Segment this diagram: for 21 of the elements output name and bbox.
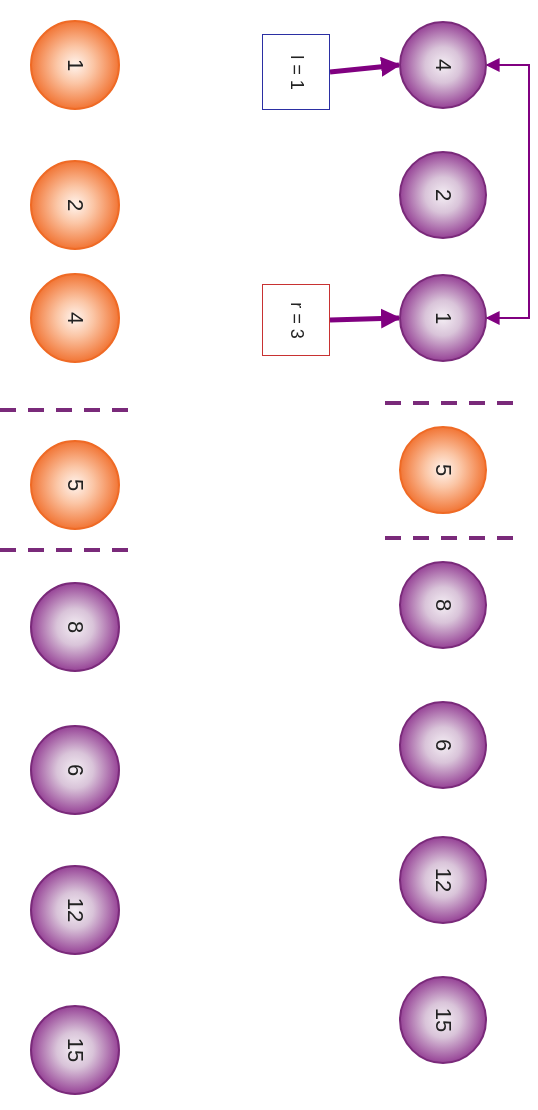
number-circle: 12 [399,836,487,924]
number-circle: 6 [30,725,120,815]
number-circle: 5 [399,426,487,514]
number-circle: 4 [399,21,487,109]
pointer-label-box: l = 1 [262,34,330,110]
arrow [329,308,401,329]
number-circle: 15 [399,976,487,1064]
number-circle: 6 [399,701,487,789]
pointer-label-box: r = 3 [262,284,330,356]
number-circle: 2 [399,151,487,239]
number-circle: 8 [30,582,120,672]
arrow [485,58,530,325]
number-circle: 15 [30,1005,120,1095]
arrow [329,56,401,77]
number-circle: 12 [30,865,120,955]
number-circle: 1 [30,20,120,110]
number-circle: 5 [30,440,120,530]
number-circle: 2 [30,160,120,250]
number-circle: 8 [399,561,487,649]
number-circle: 1 [399,274,487,362]
number-circle: 4 [30,273,120,363]
